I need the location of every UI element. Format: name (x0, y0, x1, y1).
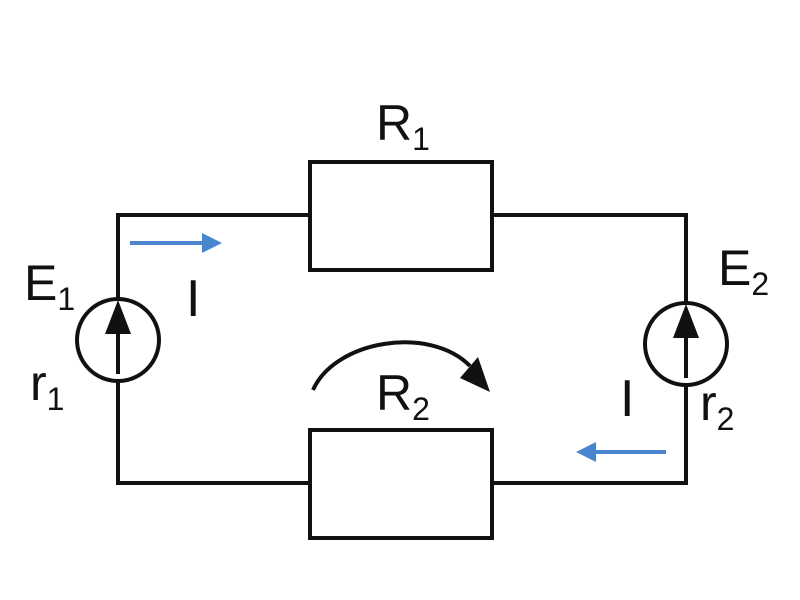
wire-top-right (492, 213, 688, 303)
label-e1: E1 (24, 255, 75, 317)
label-e2: E2 (718, 240, 769, 302)
wire-top-left (116, 213, 310, 298)
label-r2-internal: r2 (700, 375, 734, 437)
curved-arrow-icon (311, 340, 490, 392)
wire-bottom-right (492, 386, 688, 485)
label-r1: R1 (376, 95, 430, 157)
resistor-r1 (308, 160, 494, 272)
label-current-bottom: I (620, 370, 634, 428)
label-r2: R2 (376, 365, 430, 427)
label-current-top: I (186, 270, 200, 328)
resistor-r2 (308, 428, 494, 540)
up-arrow-icon (105, 300, 131, 374)
label-r1-internal: r1 (30, 355, 64, 417)
up-arrow-icon (673, 304, 699, 378)
wire-bottom-left (116, 383, 310, 485)
